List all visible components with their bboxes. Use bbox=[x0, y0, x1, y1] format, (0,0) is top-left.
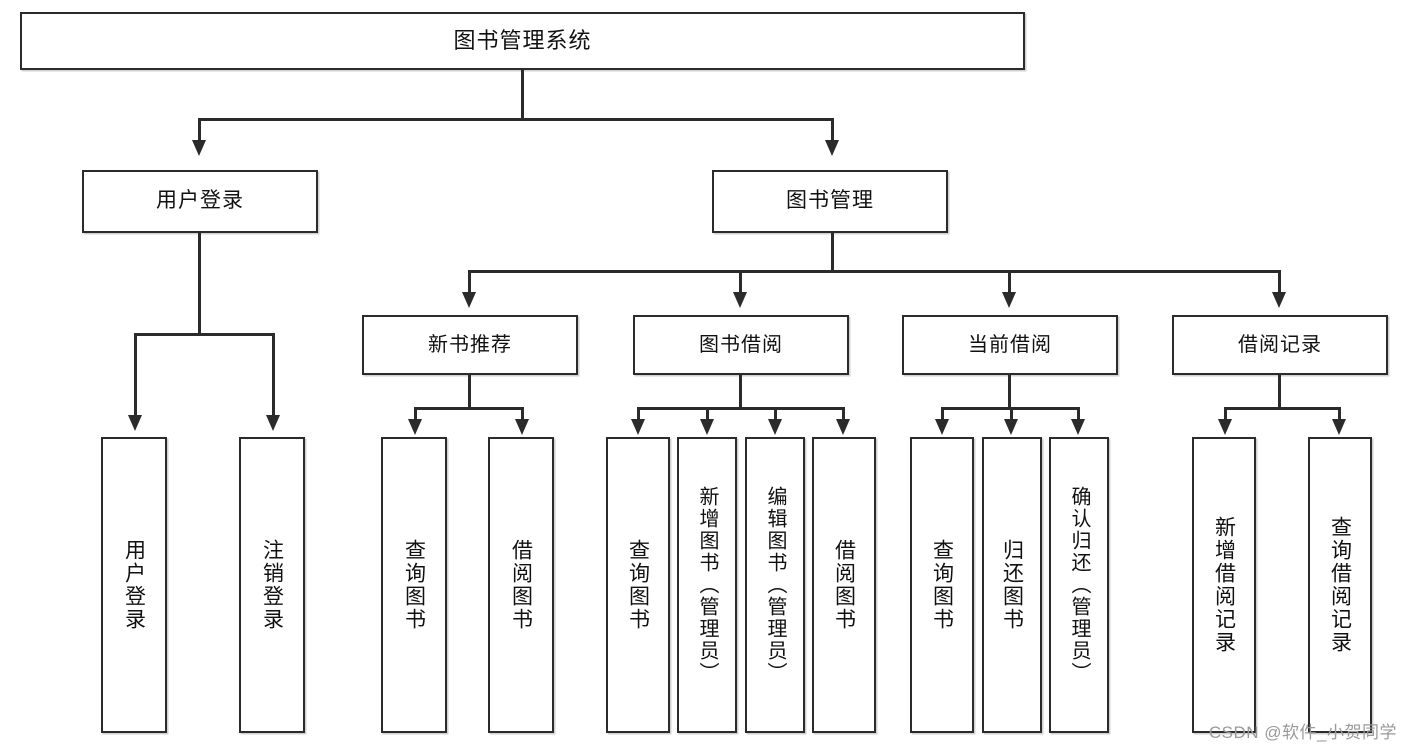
node-label: 查询借阅记录 bbox=[1328, 516, 1352, 654]
arrowhead-cb-confirm bbox=[1071, 419, 1085, 435]
node-label: 查询图书 bbox=[930, 539, 954, 631]
connector-level3-bar bbox=[468, 270, 1279, 273]
arrowhead-bb-borrow bbox=[836, 419, 850, 435]
node-label: 查询图书 bbox=[626, 539, 650, 631]
connector-drop-br-query bbox=[1338, 407, 1341, 423]
arrowhead-leaf-logout bbox=[266, 415, 280, 431]
node-label: 确认归还（管理员） bbox=[1068, 486, 1090, 684]
connector-new-book-stem bbox=[468, 375, 471, 409]
connector-drop-bb-edit bbox=[774, 407, 777, 423]
leaf-logout[interactable]: 注销登录 bbox=[239, 437, 305, 733]
arrowhead-book-borrow bbox=[733, 292, 747, 308]
connector-drop-cb-query bbox=[941, 407, 944, 423]
node-label: 图书借阅 bbox=[699, 333, 783, 356]
connector-user-login-stem bbox=[198, 233, 201, 335]
arrowhead-new-book bbox=[462, 292, 476, 308]
connector-drop-nb-borrow bbox=[521, 407, 524, 423]
leaf-book-borrow-action[interactable]: 借阅图书 bbox=[812, 437, 876, 733]
node-new-book-recommend[interactable]: 新书推荐 bbox=[362, 315, 578, 375]
arrowhead-cb-query bbox=[935, 419, 949, 435]
leaf-new-book-borrow[interactable]: 借阅图书 bbox=[488, 437, 554, 733]
leaf-new-book-query[interactable]: 查询图书 bbox=[381, 437, 447, 733]
node-book-borrow[interactable]: 图书借阅 bbox=[633, 315, 849, 375]
arrowhead-br-query bbox=[1332, 419, 1346, 435]
node-label: 注销登录 bbox=[260, 539, 284, 631]
leaf-book-add-admin[interactable]: 新增图书（管理员） bbox=[677, 437, 737, 733]
arrowhead-borrow-record bbox=[1272, 292, 1286, 308]
node-current-borrow[interactable]: 当前借阅 bbox=[902, 315, 1118, 375]
connector-drop-user-login bbox=[198, 118, 201, 144]
arrowhead-cb-return bbox=[1004, 419, 1018, 435]
arrowhead-bb-add bbox=[700, 419, 714, 435]
node-label: 借阅图书 bbox=[509, 539, 533, 631]
connector-current-borrow-stem bbox=[1008, 375, 1011, 409]
connector-root-stem bbox=[521, 70, 524, 120]
connector-drop-current-borrow bbox=[1008, 270, 1011, 296]
connector-drop-nb-query bbox=[414, 407, 417, 423]
leaf-current-confirm-admin[interactable]: 确认归还（管理员） bbox=[1049, 437, 1109, 733]
node-user-login[interactable]: 用户登录 bbox=[82, 170, 318, 233]
node-label: 当前借阅 bbox=[968, 333, 1052, 356]
connector-book-borrow-stem bbox=[739, 375, 742, 409]
arrowhead-current-borrow bbox=[1002, 292, 1016, 308]
node-label: 借阅图书 bbox=[832, 539, 856, 631]
node-label: 新增借阅记录 bbox=[1212, 516, 1236, 654]
leaf-record-add[interactable]: 新增借阅记录 bbox=[1192, 437, 1256, 733]
node-root-system[interactable]: 图书管理系统 bbox=[20, 12, 1025, 70]
node-label: 用户登录 bbox=[156, 189, 244, 213]
arrowhead-bb-edit bbox=[768, 419, 782, 435]
leaf-current-return[interactable]: 归还图书 bbox=[982, 437, 1042, 733]
connector-borrow-record-stem bbox=[1278, 375, 1281, 409]
node-label: 图书管理 bbox=[786, 189, 874, 213]
connector-drop-leaf-user-login bbox=[134, 333, 137, 419]
arrowhead-nb-query bbox=[408, 419, 422, 435]
node-label: 用户登录 bbox=[122, 539, 146, 631]
leaf-user-login[interactable]: 用户登录 bbox=[101, 437, 167, 733]
leaf-record-query[interactable]: 查询借阅记录 bbox=[1308, 437, 1372, 733]
connector-drop-br-add bbox=[1224, 407, 1227, 423]
node-book-management[interactable]: 图书管理 bbox=[712, 170, 948, 233]
node-borrow-record[interactable]: 借阅记录 bbox=[1172, 315, 1388, 375]
leaf-book-edit-admin[interactable]: 编辑图书（管理员） bbox=[745, 437, 805, 733]
node-label: 查询图书 bbox=[402, 539, 426, 631]
node-label: 编辑图书（管理员） bbox=[764, 486, 786, 684]
node-label: 归还图书 bbox=[1000, 539, 1024, 631]
connector-drop-cb-confirm bbox=[1077, 407, 1080, 423]
node-label: 新增图书（管理员） bbox=[696, 486, 718, 684]
leaf-book-borrow-query[interactable]: 查询图书 bbox=[606, 437, 670, 733]
connector-user-login-bar bbox=[134, 333, 274, 336]
connector-borrow-record-bar bbox=[1224, 407, 1341, 410]
connector-drop-bb-query bbox=[637, 407, 640, 423]
connector-new-book-bar bbox=[414, 407, 524, 410]
node-label: 图书管理系统 bbox=[453, 28, 592, 54]
arrowhead-user-login bbox=[192, 140, 206, 156]
node-label: 新书推荐 bbox=[428, 333, 512, 356]
csdn-watermark: CSDN @软件_小贺同学 bbox=[1208, 723, 1397, 742]
arrowhead-bb-query bbox=[631, 419, 645, 435]
connector-drop-book-manage bbox=[831, 118, 834, 144]
connector-level1-bar bbox=[198, 118, 833, 121]
connector-drop-borrow-record bbox=[1278, 270, 1281, 296]
connector-drop-cb-return bbox=[1010, 407, 1013, 423]
connector-book-manage-stem bbox=[831, 233, 834, 272]
connector-book-borrow-bar bbox=[637, 407, 844, 410]
arrowhead-leaf-user-login bbox=[128, 415, 142, 431]
node-label: 借阅记录 bbox=[1238, 333, 1322, 356]
connector-drop-bb-borrow bbox=[842, 407, 845, 423]
leaf-current-query[interactable]: 查询图书 bbox=[910, 437, 974, 733]
arrowhead-book-manage bbox=[825, 140, 839, 156]
connector-drop-bb-add bbox=[706, 407, 709, 423]
connector-drop-new-book bbox=[468, 270, 471, 296]
connector-drop-leaf-logout bbox=[272, 333, 275, 419]
arrowhead-nb-borrow bbox=[515, 419, 529, 435]
connector-drop-book-borrow bbox=[739, 270, 742, 296]
arrowhead-br-add bbox=[1218, 419, 1232, 435]
